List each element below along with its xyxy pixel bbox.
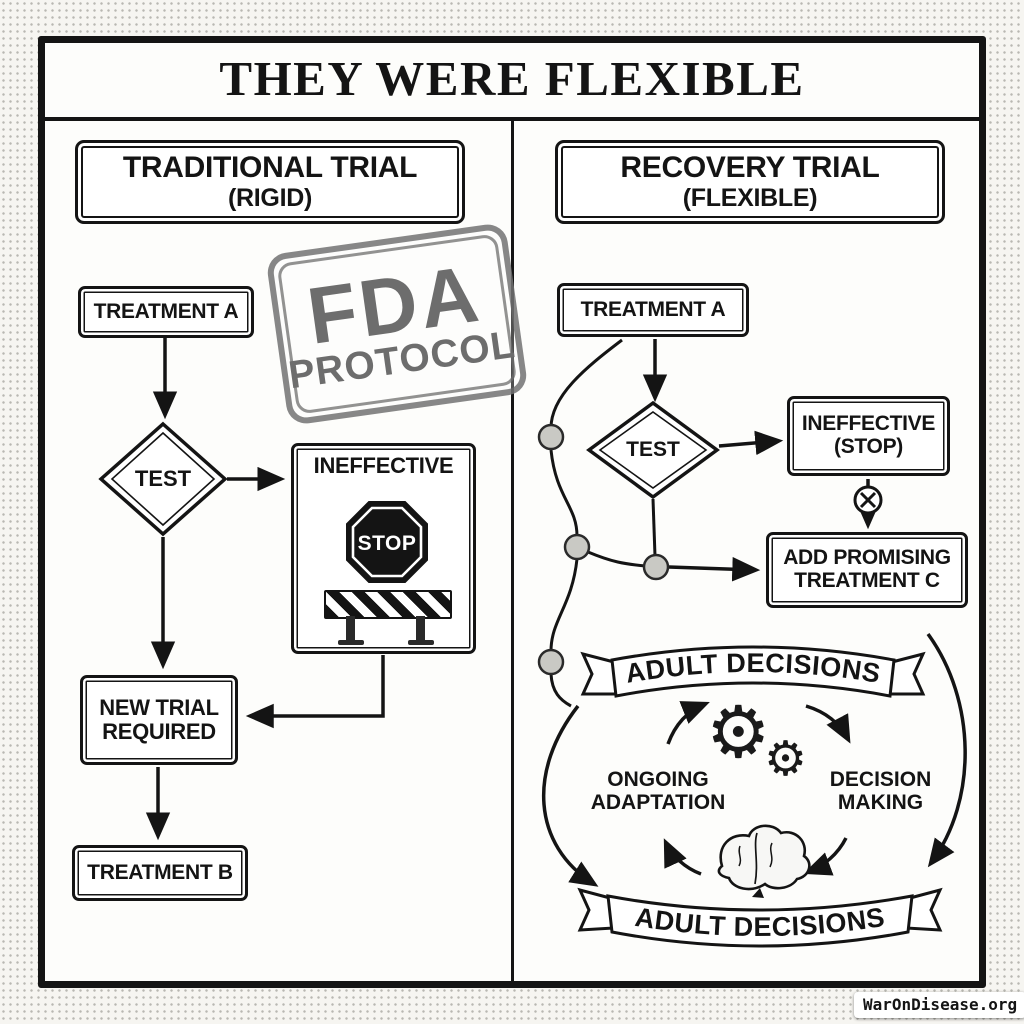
ineffective-right-line2: (STOP) bbox=[834, 435, 903, 458]
fda-stamp: FDA PROTOCOL bbox=[265, 221, 529, 427]
title-underline bbox=[45, 117, 979, 121]
brain-icon bbox=[717, 824, 811, 898]
decision-line2: MAKING bbox=[837, 791, 924, 815]
barricade-foot bbox=[408, 640, 434, 645]
treatment-a-label-left: TREATMENT A bbox=[93, 299, 239, 323]
left-header-line1: TRADITIONAL TRIAL bbox=[122, 151, 418, 185]
test-label-left: TEST bbox=[134, 466, 192, 491]
stop-sign-label: STOP bbox=[358, 532, 417, 555]
barricade-leg bbox=[416, 616, 425, 642]
add-treatment-line2: TREATMENT C bbox=[794, 569, 940, 592]
treatment-b-label: TREATMENT B bbox=[87, 860, 233, 884]
diamond-test-right bbox=[586, 400, 720, 500]
branch-node-icon bbox=[642, 553, 670, 581]
left-flow-arrows bbox=[145, 338, 385, 841]
test-label-right: TEST bbox=[626, 438, 680, 461]
ongoing-line2: ADAPTATION bbox=[590, 791, 726, 815]
ongoing-adaptation-label: ONGOING ADAPTATION bbox=[583, 768, 733, 814]
barricade-foot bbox=[338, 640, 364, 645]
watermark: WarOnDisease.org bbox=[854, 992, 1024, 1018]
branch-node-icon bbox=[537, 648, 565, 676]
adaptive-branch-curves bbox=[549, 338, 657, 708]
ineffective-box-left: INEFFECTIVE STOP bbox=[291, 443, 476, 654]
branch-nodes bbox=[537, 423, 670, 676]
banner-top: ADULT DECISIONS bbox=[580, 645, 926, 698]
ineffective-label-left: INEFFECTIVE bbox=[313, 453, 454, 478]
new-trial-box: NEW TRIAL REQUIRED bbox=[80, 675, 238, 765]
banner-bottom-label: ADULT DECISIONS bbox=[633, 902, 886, 942]
gear-icon-small: ⚙ bbox=[764, 731, 808, 787]
left-header-line2: (RIGID) bbox=[228, 183, 312, 212]
ineffective-right-line1: INEFFECTIVE bbox=[801, 412, 936, 436]
decision-line1: DECISION bbox=[829, 768, 932, 791]
page-title: THEY WERE FLEXIBLE bbox=[219, 51, 805, 106]
column-divider bbox=[511, 121, 514, 981]
treatment-a-box-right: TREATMENT A bbox=[557, 283, 749, 337]
new-trial-line1: NEW TRIAL bbox=[99, 695, 219, 721]
decision-making-label: DECISION MAKING bbox=[813, 768, 948, 814]
branch-node-icon bbox=[537, 423, 565, 451]
right-header-line1: RECOVERY TRIAL bbox=[620, 151, 880, 185]
ongoing-line1: ONGOING bbox=[607, 768, 709, 791]
add-treatment-line1: ADD PROMISING bbox=[783, 546, 951, 570]
svg-text:ADULT DECISIONS: ADULT DECISIONS bbox=[633, 902, 887, 942]
add-treatment-box: ADD PROMISING TREATMENT C bbox=[766, 532, 968, 608]
circle-x-icon bbox=[853, 485, 883, 515]
ineffective-stop-box: INEFFECTIVE (STOP) bbox=[787, 396, 950, 476]
treatment-b-box: TREATMENT B bbox=[72, 845, 248, 901]
diamond-test-left bbox=[98, 421, 228, 537]
right-header-line2: (FLEXIBLE) bbox=[682, 183, 818, 212]
new-trial-line2: REQUIRED bbox=[102, 719, 216, 744]
barricade-icon bbox=[324, 590, 452, 619]
stop-sign-icon: STOP bbox=[346, 501, 428, 583]
gear-icon-large: ⚙ bbox=[706, 690, 771, 774]
fda-stamp-inner: FDA PROTOCOL bbox=[276, 233, 518, 415]
treatment-a-label-right: TREATMENT A bbox=[580, 297, 726, 321]
treatment-a-box-left: TREATMENT A bbox=[78, 286, 254, 338]
right-column-header: RECOVERY TRIAL (FLEXIBLE) bbox=[555, 140, 945, 224]
barricade-leg bbox=[346, 616, 355, 642]
branch-node-icon bbox=[563, 533, 591, 561]
banner-bottom: ADULT DECISIONS bbox=[577, 887, 943, 948]
cycle-arrows bbox=[541, 632, 967, 887]
left-column-header: TRADITIONAL TRIAL (RIGID) bbox=[75, 140, 465, 224]
